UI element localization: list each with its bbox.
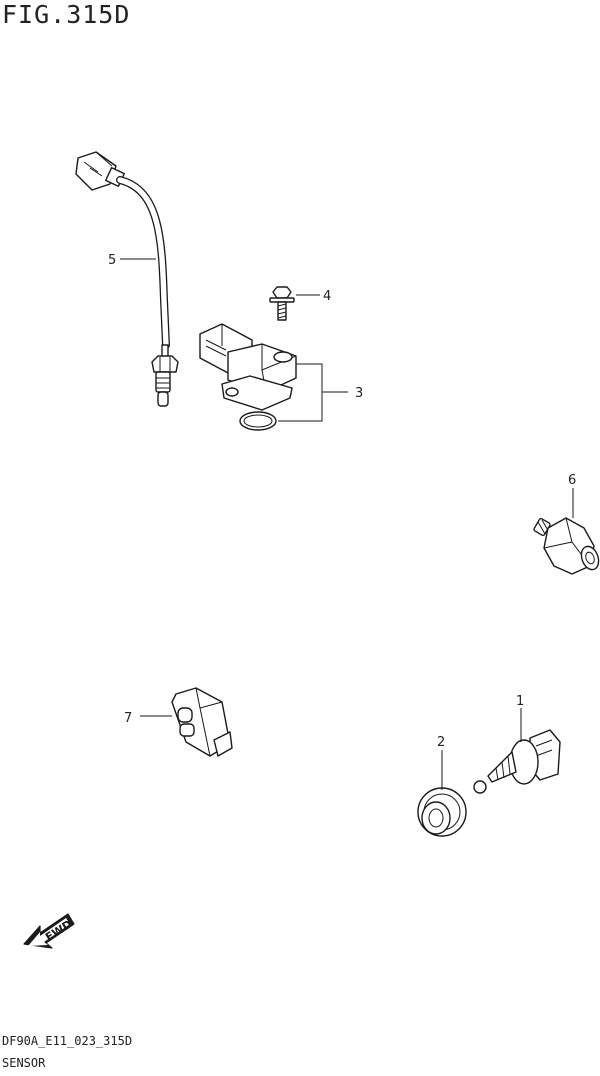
- figure-code: DF90A_E11_023_315D: [2, 1034, 133, 1048]
- part-1-temperature-sensor[interactable]: [473, 729, 561, 794]
- part-7-sensor-block[interactable]: [171, 687, 233, 757]
- part-2-grommet[interactable]: [417, 787, 467, 837]
- callout-1: 1: [516, 694, 524, 709]
- part-4-bolt[interactable]: [269, 286, 295, 321]
- leader-line-3: [278, 363, 348, 422]
- callout-6: 6: [568, 473, 576, 488]
- callout-5: 5: [108, 253, 116, 268]
- part-6-pressure-switch[interactable]: [533, 517, 600, 575]
- part-5-sensor-with-cable[interactable]: [75, 151, 179, 407]
- callout-3: 3: [355, 386, 363, 401]
- part-3-pressure-sensor[interactable]: [199, 323, 297, 431]
- figure-name: SENSOR: [2, 1056, 46, 1070]
- callout-2: 2: [437, 735, 445, 750]
- figure-title: FIG.315D: [2, 0, 131, 29]
- fwd-arrow-icon: FWD: [23, 913, 75, 949]
- callout-7: 7: [124, 711, 132, 726]
- callout-4: 4: [323, 289, 331, 304]
